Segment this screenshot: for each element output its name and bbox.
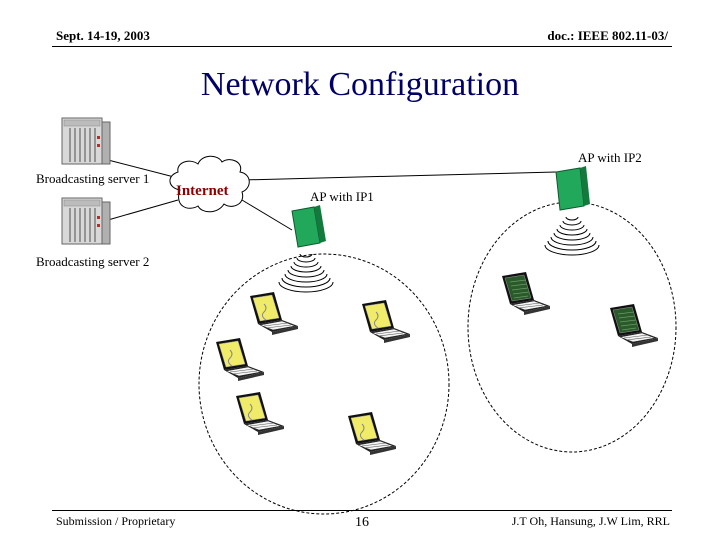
laptop-ip1-b-icon [361,299,411,344]
header-doc-id: doc.: IEEE 802.11-03/ [547,28,668,43]
ap2-icon [555,166,590,211]
broadcasting-server-2-icon [61,197,111,245]
header-date: Sept. 14-19, 2003 [56,28,150,43]
link-server1-internet [107,159,179,179]
ap2-label: AP with IP2 [578,150,642,165]
page-title: Network Configuration [200,66,520,103]
header-rule [52,46,672,47]
ap1-label: AP with IP1 [310,189,374,204]
page-number: 16 [355,515,369,530]
laptop-ip2-b-icon [609,303,659,348]
ap1-coverage-area [198,253,450,515]
broadcasting-server-1-icon [61,117,111,165]
ap1-wireless-signal-icon [278,253,334,293]
laptop-ip1-d-icon [235,391,285,436]
laptop-ip1-e-icon [347,411,397,456]
broadcasting-server-1-label: Broadcasting server 1 [36,171,150,186]
ap1-icon [291,205,326,248]
footer-authors: J.T Oh, Hansung, J.W Lim, RRL [511,514,670,528]
link-internet-ap2 [241,171,557,181]
link-server2-internet [107,199,179,221]
broadcasting-server-2-label: Broadcasting server 2 [36,254,150,269]
ap2-wireless-signal-icon [544,216,600,256]
internet-cloud-icon [169,155,250,213]
laptop-ip1-a-icon [249,291,299,336]
link-internet-ap1 [241,199,293,231]
footer-submission: Submission / Proprietary [56,514,176,528]
internet-label: Internet [176,183,229,199]
footer-rule [52,510,672,511]
laptop-ip2-a-icon [501,271,551,316]
laptop-ip1-c-icon [215,337,265,382]
